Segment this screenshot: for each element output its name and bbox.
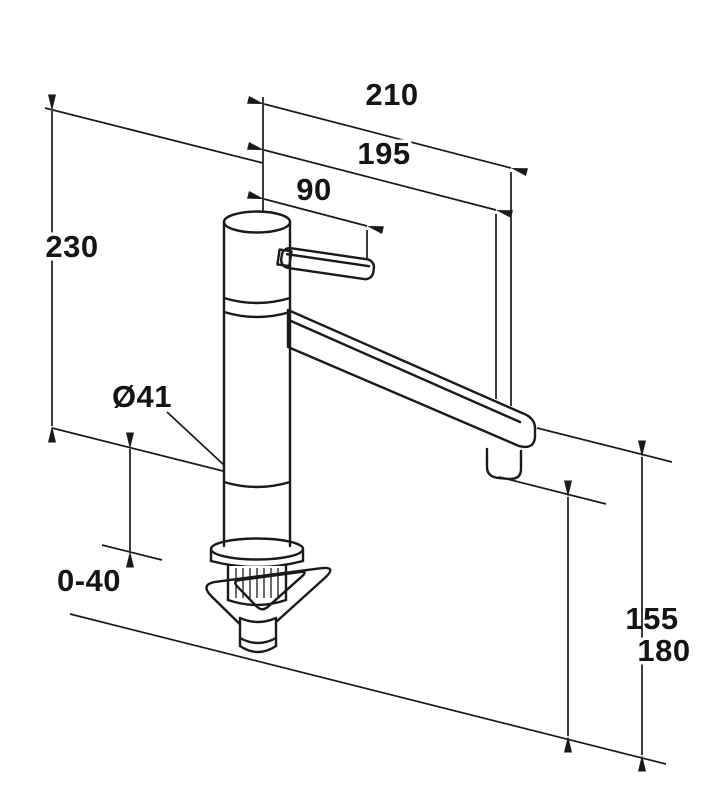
dimension-line-90 xyxy=(247,190,384,235)
deck-bottom-edge-line xyxy=(101,544,163,561)
faucet-drawing xyxy=(205,210,537,654)
spout-top-face-line xyxy=(289,319,522,424)
diameter-leader-line xyxy=(166,411,226,467)
dimension-label-230: 230 xyxy=(45,229,98,264)
dimension-label-90: 90 xyxy=(296,172,331,207)
extension-line-180 xyxy=(536,427,673,463)
body-fill xyxy=(224,222,290,546)
body-seam-lower xyxy=(222,480,292,489)
dimension-label-diameter: Ø41 xyxy=(112,379,172,414)
dimension-195: 195 xyxy=(247,133,513,399)
height-extension-line xyxy=(44,107,264,164)
faucet-handle xyxy=(276,246,376,281)
shank-bottom-edge xyxy=(226,598,288,607)
dimension-annotations: 210 195 90 230 Ø41 0-40 155 xyxy=(42,74,694,772)
deck-top-edge-line xyxy=(51,427,224,472)
body-seam-collar xyxy=(222,310,292,319)
dimension-label-155: 155 xyxy=(625,601,678,636)
dimension-label-180: 180 xyxy=(637,633,690,668)
dimension-180: 180 xyxy=(536,427,694,772)
handle-lever xyxy=(279,246,376,281)
dimension-230: 230 xyxy=(42,94,102,443)
handle-top-face-line xyxy=(285,252,371,268)
deck-front-edge-line xyxy=(69,613,667,765)
dimension-label-195: 195 xyxy=(357,136,410,171)
extension-line-155 xyxy=(498,476,607,505)
dimension-label-210: 210 xyxy=(365,77,418,112)
dimension-label-0-40: 0-40 xyxy=(57,563,121,598)
dimension-diameter-41: Ø41 xyxy=(108,376,226,467)
dimension-155: 155 xyxy=(498,476,682,753)
faucet-spout xyxy=(286,308,537,481)
aerator-fill xyxy=(487,449,521,479)
body-seam-upper xyxy=(222,296,292,305)
dimension-0-40: 0-40 xyxy=(53,432,134,602)
dimension-line-195 xyxy=(247,141,513,219)
tail-seam xyxy=(238,636,278,645)
faucet-body xyxy=(222,210,292,548)
faucet-mounting-set xyxy=(205,537,332,654)
tail-bottom-edge xyxy=(238,644,278,654)
dimension-210: 210 xyxy=(247,74,528,406)
deck-surface-lines xyxy=(44,107,667,765)
tail-top-edge xyxy=(238,616,278,624)
dimension-90: 90 xyxy=(247,169,384,259)
spout-arm xyxy=(286,308,537,449)
